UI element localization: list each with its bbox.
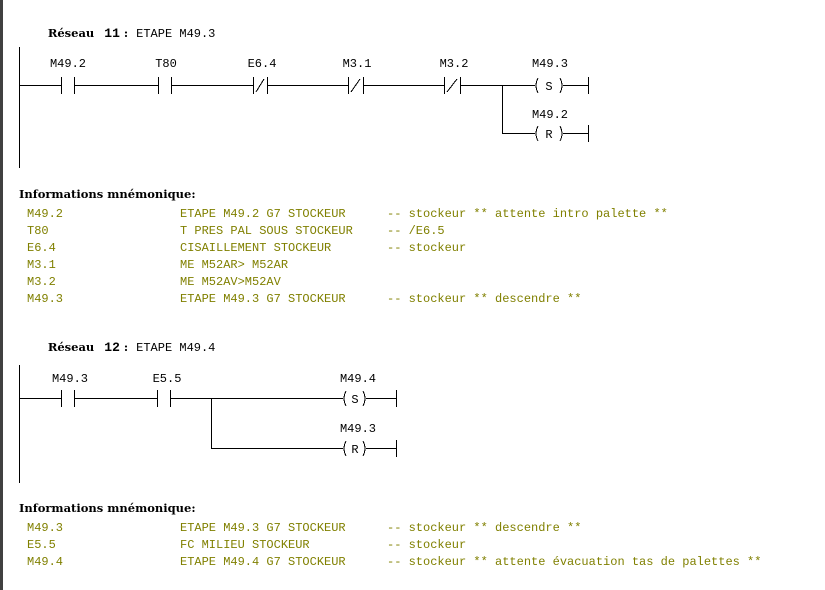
- network-number: 12: [104, 340, 120, 355]
- info-desc: FC MILIEU STOCKEUR: [180, 538, 310, 552]
- operand-label: M49.3: [340, 422, 376, 436]
- info-desc: ME M52AV>M52AV: [180, 275, 281, 289]
- info-symbol: E6.4: [27, 241, 56, 255]
- info-comment: -- stockeur ** descendre **: [387, 292, 582, 306]
- info-symbol: M49.3: [27, 521, 64, 535]
- network-number: 11: [104, 26, 120, 41]
- info-desc: ETAPE M49.2 G7 STOCKEUR: [180, 207, 346, 221]
- contact-no[interactable]: M49.3: [52, 372, 88, 407]
- operand-label: E5.5: [153, 372, 182, 386]
- coil-set[interactable]: S M49.3: [532, 57, 568, 94]
- ladder-network-11[interactable]: M49.2 T80 E6.4 M3.1 M3.2 S M49.3 R M49.2: [0, 40, 600, 175]
- info-comment: -- stockeur ** descendre **: [387, 521, 582, 535]
- info-desc: ETAPE M49.4 G7 STOCKEUR: [180, 555, 346, 569]
- left-border: [0, 0, 3, 590]
- operand-label: R: [545, 128, 552, 142]
- contact-nc[interactable]: M3.1: [343, 57, 372, 94]
- contact-no[interactable]: M49.2: [50, 57, 86, 94]
- colon: :: [123, 340, 129, 354]
- coil-reset[interactable]: R M49.2: [532, 108, 568, 142]
- coil-set[interactable]: S M49.4: [340, 372, 376, 407]
- operand-label: R: [351, 443, 358, 457]
- contact-nc[interactable]: E6.4: [248, 57, 277, 94]
- operand-label: S: [351, 393, 358, 407]
- info-comment: -- stockeur: [387, 538, 467, 552]
- branch-wire: [211, 398, 396, 449]
- info-desc: CISAILLEMENT STOCKEUR: [180, 241, 332, 255]
- network-title: ETAPE M49.3: [136, 27, 216, 41]
- contact-nc[interactable]: M3.2: [440, 57, 469, 94]
- info-symbol: E5.5: [27, 538, 56, 552]
- operand-label: M49.2: [532, 108, 568, 122]
- info-comment: -- stockeur: [387, 241, 467, 255]
- info-comment: -- stockeur ** attente évacuation tas de…: [387, 555, 762, 569]
- info-comment: -- stockeur ** attente intro palette **: [387, 207, 668, 221]
- info-comment: -- /E6.5: [387, 224, 445, 238]
- contact-no[interactable]: E5.5: [153, 372, 182, 407]
- info-symbol: M3.2: [27, 275, 56, 289]
- operand-label: M49.3: [532, 57, 568, 71]
- info-symbol: M49.3: [27, 292, 64, 306]
- operand-label: S: [545, 80, 552, 94]
- info-header: Informations mnémonique:: [19, 187, 196, 201]
- info-desc: ETAPE M49.3 G7 STOCKEUR: [180, 521, 346, 535]
- operand-label: M49.3: [52, 372, 88, 386]
- network-label: Réseau: [47, 340, 95, 354]
- network-11-header[interactable]: Réseau 11: ETAPE M49.3: [19, 12, 216, 55]
- ladder-network-12[interactable]: M49.3 E5.5 S M49.4 R M49.3: [0, 355, 420, 490]
- network-12-header[interactable]: Réseau 12: ETAPE M49.4: [19, 326, 216, 369]
- branch-wire: [502, 85, 588, 134]
- info-symbol: M3.1: [27, 258, 56, 272]
- info-header: Informations mnémonique:: [19, 501, 196, 515]
- info-symbol: M49.2: [27, 207, 64, 221]
- coil-reset[interactable]: R M49.3: [340, 422, 376, 457]
- info-symbol: T80: [27, 224, 49, 238]
- info-desc: ME M52AR> M52AR: [180, 258, 289, 272]
- contact-no[interactable]: T80: [155, 57, 177, 94]
- colon: :: [123, 26, 129, 40]
- info-symbol: M49.4: [27, 555, 64, 569]
- operand-label: T80: [155, 57, 177, 71]
- network-title: ETAPE M49.4: [136, 341, 216, 355]
- info-desc: ETAPE M49.3 G7 STOCKEUR: [180, 292, 346, 306]
- network-label: Réseau: [47, 26, 95, 40]
- info-desc: T PRES PAL SOUS STOCKEUR: [180, 224, 353, 238]
- operand-label: M49.4: [340, 372, 376, 386]
- operand-label: E6.4: [248, 57, 277, 71]
- operand-label: M49.2: [50, 57, 86, 71]
- operand-label: M3.1: [343, 57, 372, 71]
- operand-label: M3.2: [440, 57, 469, 71]
